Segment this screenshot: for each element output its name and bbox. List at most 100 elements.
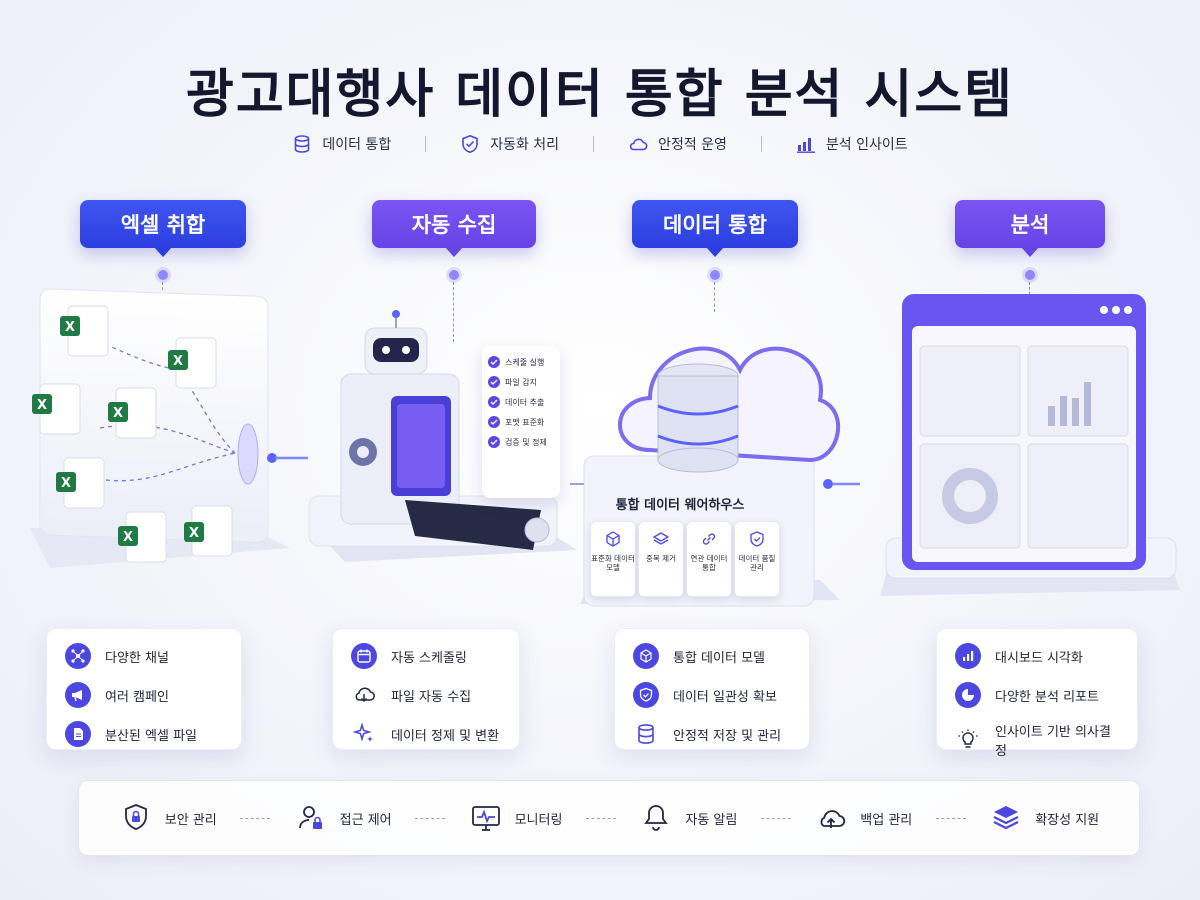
divider — [585, 817, 616, 819]
feature-label: 자동화 처리 — [490, 137, 560, 153]
ops-feature-bar: 보안 관리 접근 제어 모니터링 자동 알림 백업 관리 확장성 지원 — [78, 780, 1140, 856]
shield-check-icon — [633, 682, 659, 708]
divider — [935, 817, 966, 819]
ops-access: 접근 제어 — [294, 801, 392, 835]
checklist-item: 파일 감지 — [488, 376, 554, 388]
connector-line — [453, 282, 454, 342]
document-icon — [65, 721, 91, 747]
divider — [425, 136, 427, 152]
connector-pin — [710, 270, 720, 280]
svg-text:X: X — [123, 530, 133, 545]
card-row: 파일 자동 수집 — [351, 682, 501, 708]
checklist-item: 포맷 표준화 — [488, 416, 554, 428]
card-row: 통합 데이터 모델 — [633, 643, 791, 669]
svg-text:X: X — [61, 476, 71, 491]
excel-file-icon: X — [56, 457, 105, 509]
stage-label-collect: 자동 수집 — [372, 200, 536, 257]
checklist-item: 데이터 추출 — [488, 396, 554, 408]
cloud-upload-icon — [820, 810, 846, 828]
connector-pin — [449, 270, 459, 280]
bar-chart-icon — [796, 134, 816, 154]
feature-label: 안정적 운영 — [658, 137, 727, 153]
excel-file-icon: X — [118, 511, 167, 563]
excel-file-icon: X — [32, 383, 81, 435]
svg-text:X: X — [113, 406, 123, 421]
checklist-item: 검증 및 정제 — [488, 436, 554, 448]
card-row: 대시보드 시각화 — [955, 643, 1119, 669]
monitor-pulse-icon — [471, 806, 500, 831]
stack-icon — [993, 806, 1019, 830]
dashboard-monitor-illustration — [880, 294, 1180, 596]
stage-label-integrate: 데이터 통합 — [632, 200, 798, 257]
excel-files-illustration: X X X X X X X — [30, 288, 308, 568]
divider — [415, 817, 446, 819]
shield-lock-icon — [124, 804, 147, 830]
user-lock-icon — [298, 806, 322, 829]
robot-collector-illustration — [308, 310, 577, 562]
connector-pin — [158, 270, 168, 280]
card-row: 여러 캠페인 — [65, 682, 223, 708]
module-dedup: 중복 제거 — [638, 521, 684, 597]
divider — [240, 817, 271, 819]
page-title: 광고대행사 데이터 통합 분석 시스템 — [185, 65, 1014, 125]
calendar-icon — [351, 643, 377, 669]
svg-text:X: X — [189, 526, 199, 541]
card-integration: 통합 데이터 모델 데이터 일관성 확보 안정적 저장 및 관리 — [614, 628, 810, 750]
check-icon — [488, 436, 500, 448]
feature-automation: 자동화 처리 — [460, 134, 559, 154]
card-excel-sources: 다양한 채널 여러 캠페인 분산된 엑셀 파일 — [46, 628, 242, 750]
excel-file-icon: X — [184, 505, 233, 557]
warehouse-label: 통합 데이터 웨어하우스 — [615, 498, 745, 513]
svg-text:X: X — [65, 320, 75, 335]
card-row: 분산된 엑셀 파일 — [65, 721, 223, 747]
pie-chart-icon — [955, 682, 981, 708]
module-standard-model: 표준화 데이터 모델 — [590, 521, 636, 597]
cloud-icon — [628, 134, 648, 154]
svg-text:X: X — [173, 354, 183, 369]
feature-label: 분석 인사이트 — [825, 137, 908, 153]
connector-pin — [1025, 270, 1035, 280]
megaphone-icon — [65, 682, 91, 708]
link-icon — [702, 533, 716, 545]
check-icon — [488, 376, 500, 388]
feature-bar: 데이터 통합 자동화 처리 안정적 운영 분석 인사이트 — [0, 134, 1200, 154]
database-icon — [292, 134, 312, 154]
check-icon — [488, 416, 500, 428]
excel-file-icon: X — [60, 305, 109, 357]
card-row: 데이터 일관성 확보 — [633, 682, 791, 708]
feature-insight: 분석 인사이트 — [796, 134, 908, 154]
connector-line — [1029, 282, 1030, 304]
card-row: 다양한 분석 리포트 — [955, 682, 1119, 708]
svg-text:X: X — [37, 398, 47, 413]
card-row: 다양한 채널 — [65, 643, 223, 669]
stage-label-excel: 엑셀 취합 — [80, 200, 246, 257]
cube-icon — [633, 643, 659, 669]
divider — [760, 136, 762, 152]
divider — [593, 136, 595, 152]
module-quality: 데이터 품질 관리 — [734, 521, 780, 597]
ops-security: 보안 관리 — [119, 801, 217, 835]
layers-icon — [652, 532, 670, 545]
feature-data-integration: 데이터 통합 — [292, 134, 391, 154]
excel-file-icon: X — [108, 387, 157, 439]
checklist-item: 스케줄 실행 — [488, 356, 554, 368]
ops-monitoring: 모니터링 — [469, 801, 562, 835]
ops-scalability: 확장성 지원 — [989, 801, 1099, 835]
card-row: 인사이트 기반 의사결정 — [955, 721, 1119, 759]
card-row: 안정적 저장 및 관리 — [633, 721, 791, 747]
cloud-download-icon — [351, 682, 377, 708]
database-icon — [633, 721, 659, 747]
process-checklist: 스케줄 실행 파일 감지 데이터 추출 포맷 표준화 검증 및 정제 — [482, 346, 560, 498]
card-row: 데이터 정제 및 변환 — [351, 721, 501, 747]
check-icon — [488, 396, 500, 408]
card-row: 자동 스케줄링 — [351, 643, 501, 669]
ops-alerts: 자동 알림 — [639, 801, 737, 835]
ops-backup: 백업 관리 — [814, 801, 912, 835]
connector-line — [714, 282, 715, 312]
feature-label: 데이터 통합 — [322, 137, 392, 153]
feature-stable-ops: 안정적 운영 — [628, 134, 727, 154]
shield-check-icon — [460, 134, 480, 154]
network-icon — [65, 643, 91, 669]
bar-chart-icon — [955, 643, 981, 669]
stage-label-analysis: 분석 — [955, 200, 1105, 257]
